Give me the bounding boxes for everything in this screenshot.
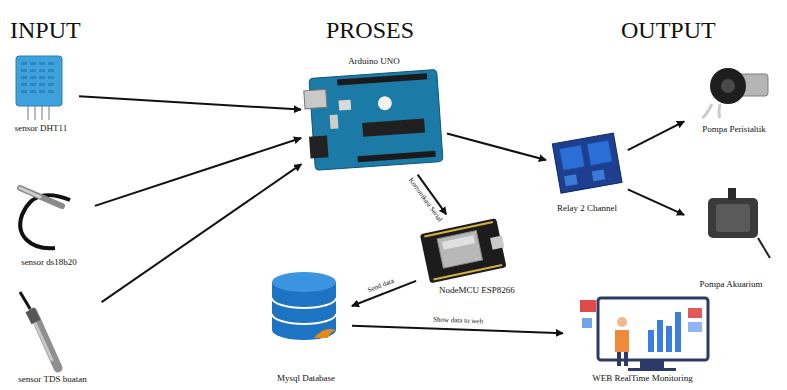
aquarium-pump-picture: [708, 188, 770, 258]
flow-arrow: [628, 121, 684, 150]
component-caption: sensor TDS buatan: [18, 375, 86, 385]
component-caption: WEB RealTime Monitoring: [592, 374, 693, 384]
flow-arrow: [79, 96, 301, 109]
component-node: sensor DHT11: [5, 52, 77, 136]
arrow-label: Show data to web: [432, 317, 484, 326]
peristaltic-pump-picture: [702, 68, 768, 118]
column-heading: OUTPUT: [621, 18, 716, 42]
component-node: WEB RealTime Monitoring: [565, 286, 720, 386]
component-node: Mysql Database: [262, 262, 350, 386]
component-caption: sensor ds18b20: [21, 258, 77, 268]
component-node: NodeMCU ESP8266: [418, 216, 536, 298]
column-heading: PROSES: [326, 18, 414, 42]
component-node: Arduino UNO: [303, 55, 445, 173]
relay-module-picture: [552, 133, 622, 193]
component-node: Pompa Akuarium: [686, 180, 776, 292]
component-node: Pompa Peristaltik: [686, 55, 782, 137]
flow-arrow: [352, 326, 563, 334]
component-caption: Relay 2 Channel: [557, 204, 617, 214]
component-node: Relay 2 Channel: [548, 126, 626, 216]
arrow-label: Send data: [366, 277, 396, 294]
component-caption: Pompa Akuarium: [699, 280, 762, 290]
component-caption: NodeMCU ESP8266: [439, 286, 515, 296]
component-node: sensor TDS buatan: [5, 285, 100, 387]
component-caption: sensor DHT11: [15, 124, 67, 134]
component-node: sensor ds18b20: [5, 172, 93, 270]
database-picture: [272, 272, 336, 340]
flow-arrow: [102, 164, 302, 302]
tds-probe-picture: [20, 292, 58, 368]
component-caption: Pompa Peristaltik: [702, 125, 766, 135]
nodemcu-board-picture: [420, 218, 509, 284]
component-caption: Arduino UNO: [348, 57, 400, 67]
ds18b20-picture: [20, 188, 70, 248]
flow-arrow: [447, 134, 546, 161]
arduino-board-picture: [303, 70, 443, 171]
flow-arrow: [95, 138, 301, 206]
dht11-picture: [16, 56, 62, 120]
column-heading: INPUT: [10, 18, 81, 42]
flow-arrow: [628, 189, 684, 214]
web-monitoring-picture: [580, 298, 708, 371]
component-caption: Mysql Database: [277, 374, 335, 384]
